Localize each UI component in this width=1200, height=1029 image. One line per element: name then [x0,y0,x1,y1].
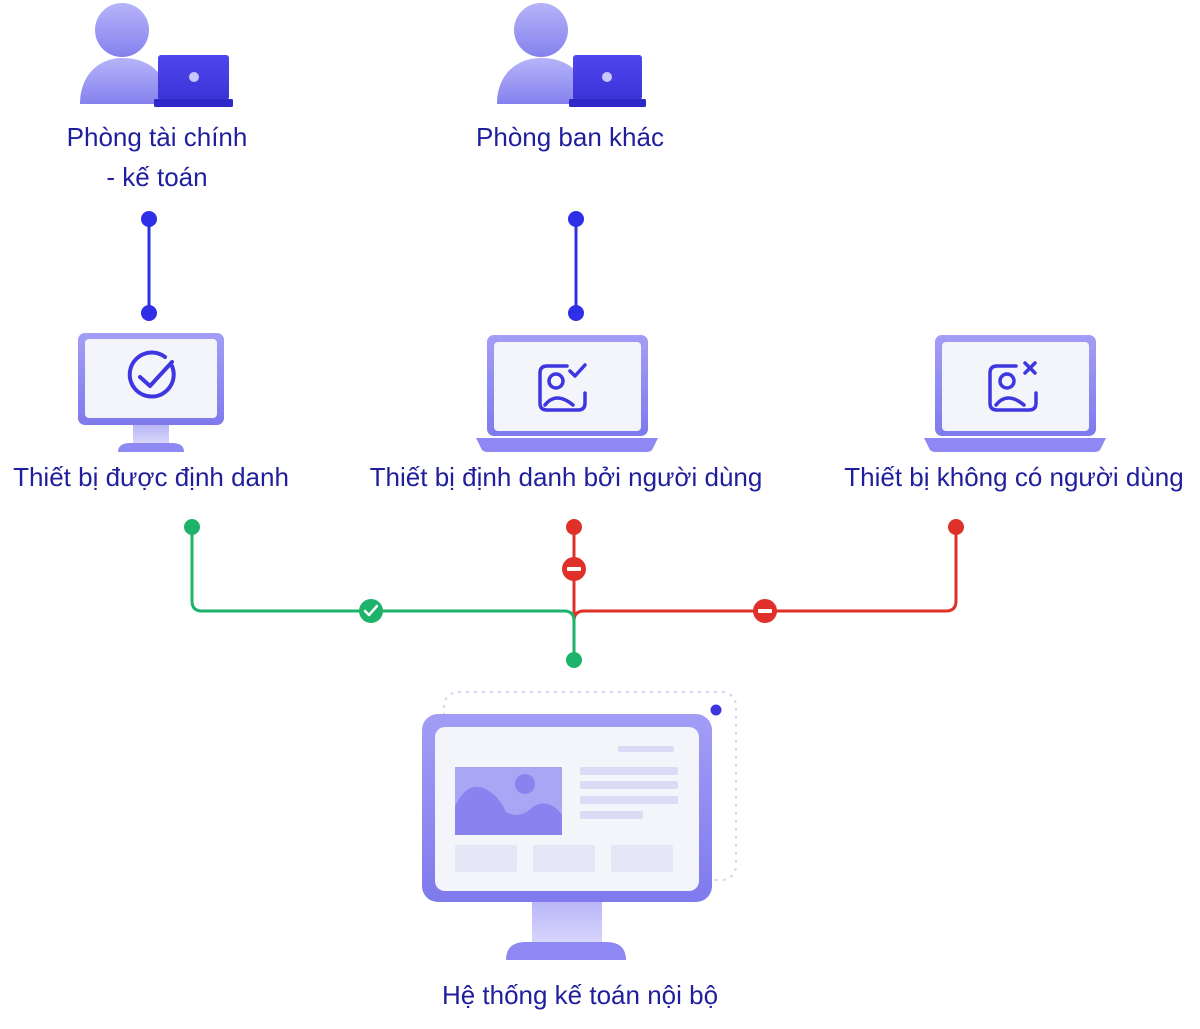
check-icon [359,599,383,623]
user-x-laptop-icon [924,335,1106,452]
minus-icon [753,599,777,623]
internal-accounting-system-label: Hệ thống kế toán nội bộ [441,980,719,1010]
dashboard-monitor-icon [422,691,737,960]
other-departments-label: Phòng ban khác [476,122,664,152]
no-user-device-label: Thiết bị không có người dùng [844,462,1184,492]
allowed-edge [184,519,582,668]
link-edge [568,211,584,321]
identified-device-label: Thiết bị được định danh [13,462,289,492]
user-with-laptop-icon [497,3,646,107]
finance-department-label-line2: - kế toán [106,162,208,192]
user-check-laptop-icon [476,335,658,452]
check-circle-monitor-icon [78,333,224,452]
minus-icon [562,557,586,581]
link-edge [141,211,157,321]
user-with-laptop-icon [80,3,233,107]
user-identified-device-label: Thiết bị định danh bởi người dùng [369,462,763,492]
finance-department-label-line1: Phòng tài chính [66,122,248,152]
